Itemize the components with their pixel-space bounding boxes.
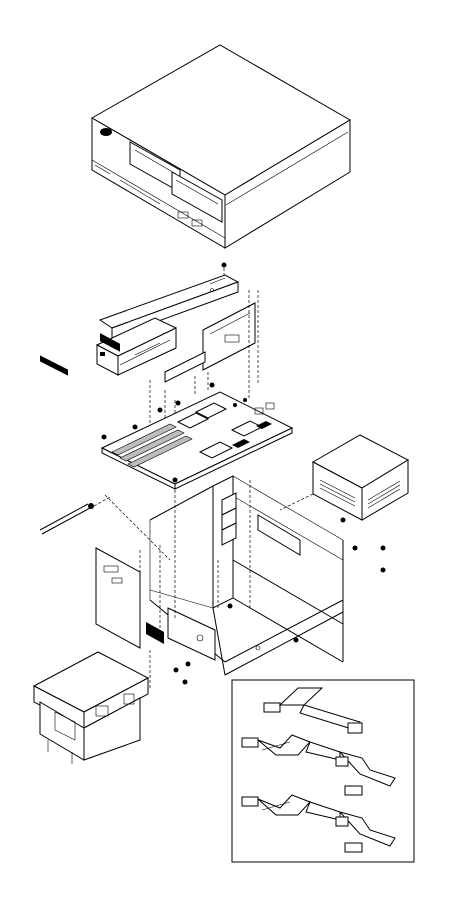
- drive-cage: [32, 355, 150, 764]
- power-supply: [279, 434, 410, 521]
- rear-panel: [95, 333, 216, 661]
- diskette-drive: [95, 317, 178, 376]
- side-rod: [39, 496, 111, 535]
- loose-screws: [173, 517, 386, 685]
- board-screws: [101, 382, 215, 483]
- system-unit-cover: [90, 44, 351, 249]
- chassis-frame: [149, 475, 344, 676]
- riser-card: [164, 302, 256, 383]
- chassis-guide-lines: [104, 480, 251, 690]
- system-board: [100, 391, 294, 490]
- cable-inset: [231, 679, 415, 863]
